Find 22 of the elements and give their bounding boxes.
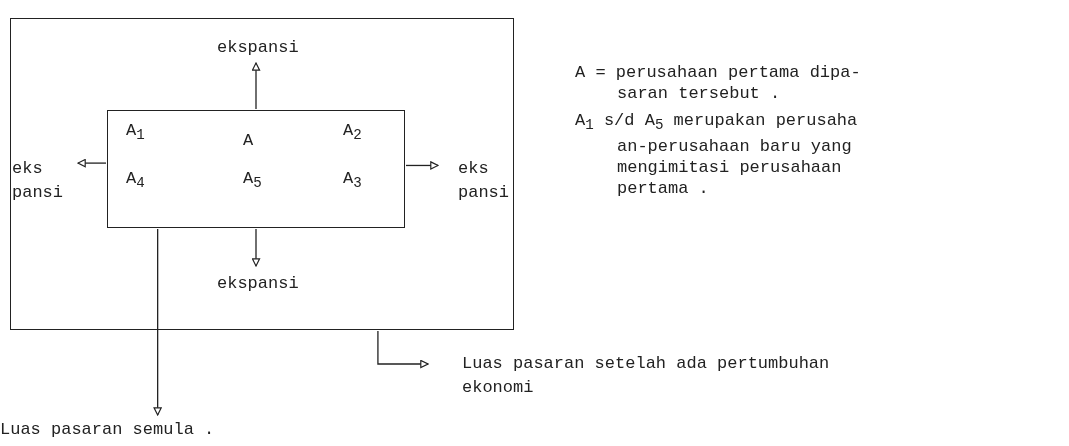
arrow [377, 330, 429, 369]
firm-label: A [243, 131, 254, 151]
arrow [251, 228, 261, 267]
expansion-label: ekspansi [217, 36, 299, 60]
caption-text: Luas pasaran setelah ada pertumbuhan ekonomi [462, 352, 842, 400]
arrow [153, 228, 162, 416]
expansion-label: eks pansi [12, 157, 64, 205]
firm-label: A$_{2}$ [343, 121, 362, 146]
firm-label: A$_{3}$ [343, 169, 362, 194]
inner-box [107, 110, 405, 228]
outer-box [10, 18, 514, 330]
note-text: A$_{1}$ s/d A$_{5}$ merupakan perusaha an-perusahaan baru yang mengimitasi perusahaan pertama . [575, 110, 859, 200]
arrow [77, 158, 107, 168]
firm-label: A$_{4}$ [126, 169, 145, 194]
note-text: A = perusahaan pertama dipa- saran tersebut . [575, 62, 862, 104]
caption-text: Luas pasaran semula . [0, 418, 360, 442]
expansion-label: eks pansi [458, 157, 510, 205]
arrow [405, 161, 439, 170]
expansion-label: ekspansi [217, 272, 299, 296]
firm-label: A$_{5}$ [243, 169, 262, 194]
arrow [251, 62, 261, 110]
firm-label: A$_{1}$ [126, 121, 145, 146]
